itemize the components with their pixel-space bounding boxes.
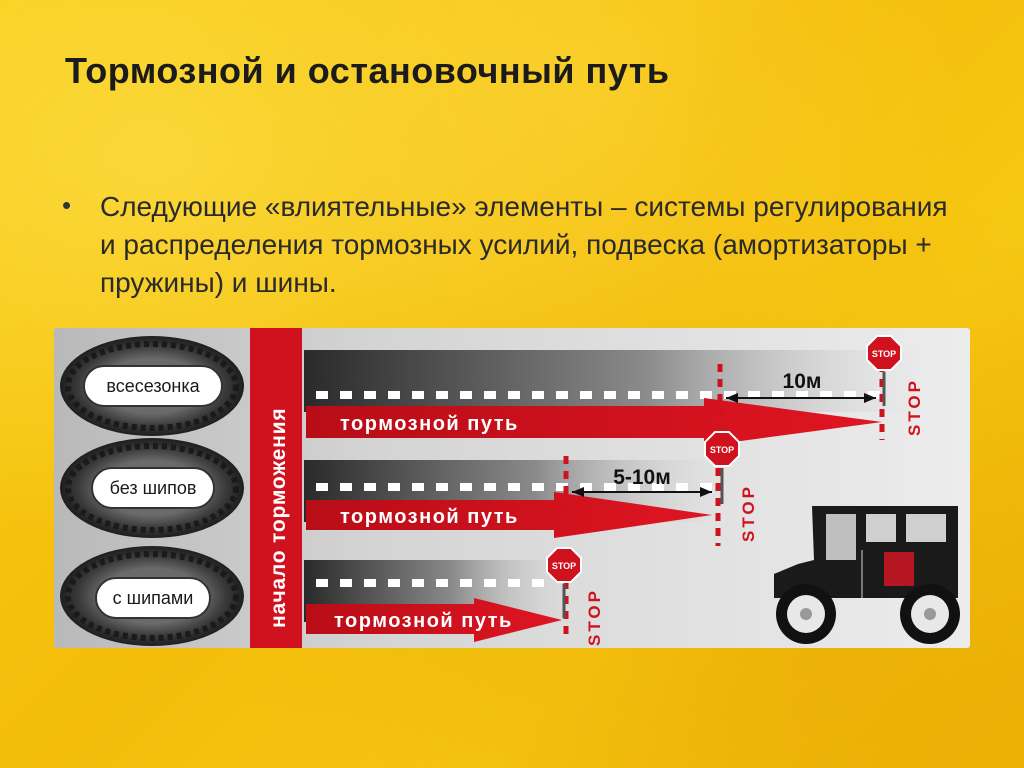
arrow-label-2: тормозной путь [340,506,519,528]
stop-sign-icon: STOP [704,431,740,504]
stop-sign-icon: STOP [866,335,902,406]
gap-label-1: 10м [783,370,822,393]
tires [60,336,244,646]
tire-label-2: без шипов [110,478,197,498]
lane-markings [316,391,886,587]
stop-sign-text-3: STOP [552,561,576,571]
tire-icon [60,336,244,436]
gap-measurements [572,393,876,497]
bullet-text: Следующие «влиятельные» элементы – систе… [100,191,948,298]
stop-sign-text-1: STOP [872,349,896,359]
arrow-label-3: тормозной путь [334,610,513,632]
braking-start-band [250,328,302,648]
braking-arrow-3 [306,598,562,642]
slide-title: Тормозной и остановочный путь [65,50,670,91]
tire-icon [60,438,244,538]
vintage-car-icon [774,506,960,644]
bullet-marker: • [62,190,72,220]
stop-lines [563,364,885,638]
braking-start-label: начало торможения [267,408,290,628]
lane-1 [304,350,924,412]
stop-label-3: STOP [585,588,604,646]
gap-label-2: 5-10м [613,466,671,489]
braking-arrows [306,398,882,642]
tire-label-3: с шипами [113,588,194,608]
arrow-label-1: тормозной путь [340,413,519,435]
stop-sign-text-2: STOP [710,445,734,455]
stop-signs: STOP STOP STOP [546,335,902,618]
braking-distance-diagram: тормозной путь тормозной путь тормозной … [54,328,970,648]
stop-sign-icon: STOP [546,547,582,618]
diagram-canvas: тормозной путь тормозной путь тормозной … [60,328,960,648]
stop-label-2: STOP [739,484,758,542]
stop-label-1: STOP [905,378,924,436]
braking-arrow-2 [306,492,712,538]
tire-label-1: всесезонка [106,376,200,396]
braking-arrow-1 [306,398,882,446]
tire-icon [60,546,244,646]
